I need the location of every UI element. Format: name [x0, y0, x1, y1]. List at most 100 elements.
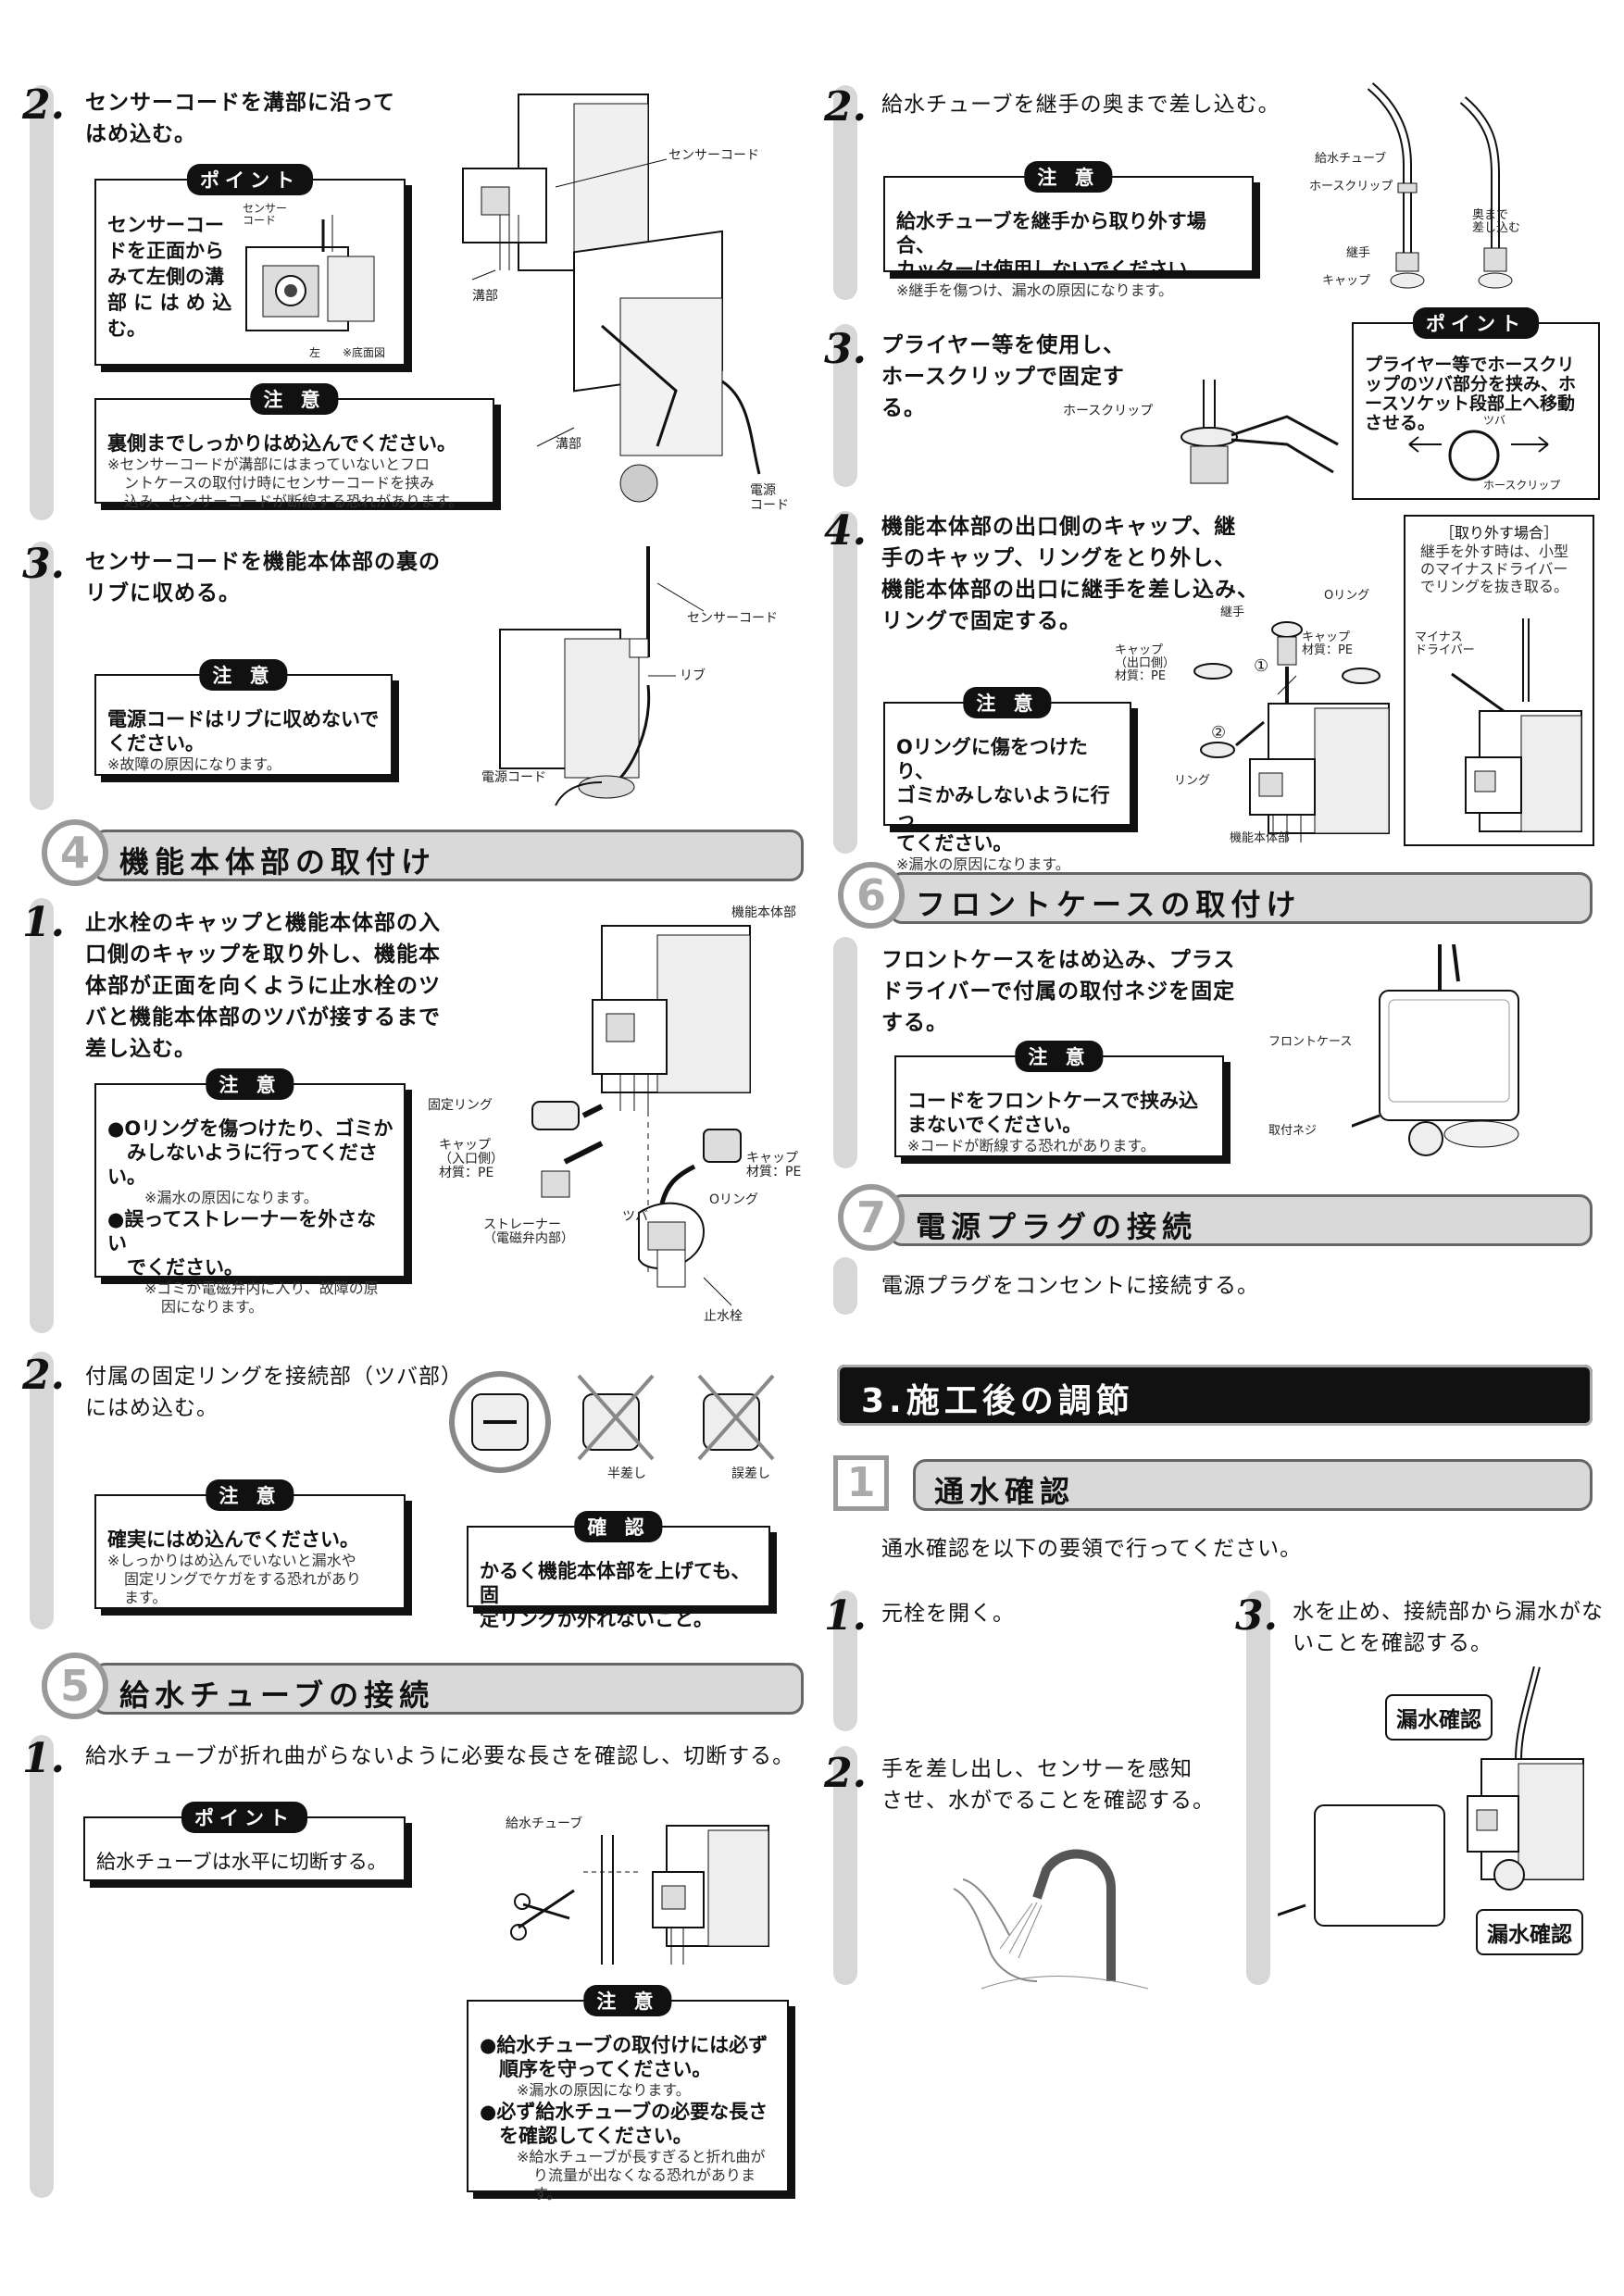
- step-number: 3.: [1235, 1592, 1278, 1640]
- section-title: フロントケースの取付け: [916, 887, 1302, 922]
- bottom-view-label: ※底面図: [343, 346, 386, 359]
- caution-badge: 注 意: [1024, 161, 1113, 193]
- half-insert-label: 半差し: [607, 1466, 646, 1481]
- step-circle-1: ①: [1254, 656, 1269, 676]
- ring-comparison-illustration: [449, 1371, 775, 1473]
- step-text: センサーコードを機能本体部の裏のリブに収める。: [85, 550, 441, 605]
- front-case-label: フロントケース: [1268, 1035, 1353, 1049]
- section-number: 5: [42, 1653, 108, 1719]
- sensor-code-label: センサーコード: [668, 148, 759, 163]
- section-header-6: 6 フロントケースの取付け: [838, 862, 1593, 929]
- step-number: 2.: [22, 81, 65, 129]
- point-badge: ポイント: [181, 1802, 307, 1833]
- section-header-5: 5 給水チューブの接続: [42, 1653, 804, 1719]
- tsuba-label: ツバ: [622, 1209, 648, 1224]
- hose-clip-label: ホースクリップ: [1483, 479, 1561, 492]
- cap-label: キャップ材質：PE: [1302, 630, 1354, 657]
- section-number: 7: [838, 1184, 905, 1251]
- point-box: ポイント センサーコードを正面からみて左側の溝部 に は め 込む。 センサーコ…: [94, 164, 406, 366]
- step-bar: [833, 1746, 857, 1985]
- point-box: ポイント 給水チューブは水平に切断する。: [83, 1802, 406, 1881]
- step-bar: [1246, 1591, 1270, 1985]
- body-label: 機能本体部: [731, 905, 796, 920]
- step-bar: [30, 85, 54, 520]
- groove-label-1: 溝部: [472, 289, 498, 304]
- oring-label: Oリング: [1324, 589, 1370, 603]
- cap-label: キャップ: [1322, 274, 1371, 288]
- step-text: 止水栓のキャップと機能本体部の入口側のキャップを取り外し、機能本体部が正面を向く…: [85, 911, 441, 1061]
- ring-label: リング: [1174, 774, 1211, 788]
- step-number: 1.: [22, 1735, 65, 1782]
- section-number: 4: [42, 819, 108, 886]
- step-text: 給水チューブを継手の奥まで差し込む。: [881, 93, 1280, 117]
- plier-illustration: [1181, 380, 1339, 484]
- step-text: 付属の固定リングを接続部（ツバ部）にはめ込む。: [85, 1365, 463, 1420]
- tsuba-label: ツバ: [1483, 414, 1506, 427]
- hose-clip-label: ホースクリップ: [1063, 404, 1154, 418]
- step-text: センサーコードを溝部に沿ってはめ込む。: [85, 91, 395, 146]
- step-bar: [30, 1352, 54, 1629]
- chapter-title: 3.施工後の調節: [861, 1382, 1134, 1420]
- joint-install-illustration: [1193, 621, 1390, 842]
- section-title: 電源プラグの接続: [916, 1209, 1198, 1244]
- section-title: 機能本体部の取付け: [119, 844, 437, 880]
- section-header-7: 7 電源プラグの接続: [838, 1184, 1593, 1251]
- driver-label: マイナスドライバー: [1415, 630, 1475, 657]
- caution-badge: 注 意: [963, 687, 1052, 718]
- step-number: 1.: [824, 1592, 867, 1640]
- clip-detail-illustration: [1408, 430, 1549, 481]
- wrong-insert-label: 誤差し: [731, 1466, 770, 1481]
- confirm-badge: 確 認: [574, 1511, 663, 1542]
- hose-clip-label: ホースクリップ: [1309, 180, 1393, 193]
- caution-badge: 注 意: [206, 1068, 294, 1100]
- step-number: 3.: [824, 326, 867, 373]
- step-text: 給水チューブが折れ曲がらないように必要な長さを確認し、切断する。: [85, 1744, 795, 1768]
- caution-box: 注 意 裏側までしっかりはめ込んでください。 ※センサーコードが溝部にはまってい…: [94, 383, 494, 510]
- subsection-header: 通水確認: [913, 1459, 1593, 1511]
- front-case-illustration: [1352, 944, 1519, 1156]
- step-bar: [833, 937, 857, 1168]
- valve-label: 止水栓: [704, 1309, 743, 1324]
- caution-badge: 注 意: [206, 1479, 294, 1511]
- screw-label: 取付ネジ: [1268, 1124, 1318, 1138]
- caution-badge: 注 意: [199, 659, 288, 691]
- remove-illustration: [1451, 618, 1582, 832]
- leak-check-label: 漏水確認: [1385, 1694, 1493, 1741]
- joint-label: 継手: [1346, 246, 1371, 260]
- step-number: 2.: [824, 1750, 867, 1797]
- tube-label: 給水チューブ: [506, 1816, 583, 1831]
- body-install-illustration: [531, 925, 751, 1306]
- caution-box: 注 意 コードをフロントケースで挟み込 まないでください。 ※コードが断線する恐…: [894, 1041, 1224, 1157]
- point-badge: ポイント: [1413, 307, 1539, 339]
- cap-label: キャップ材質：PE: [746, 1151, 802, 1179]
- step-bar: [833, 85, 857, 300]
- step-bar: [833, 1591, 857, 1731]
- step-circle-2: ②: [1211, 723, 1227, 742]
- step-text: 電源プラグをコンセントに接続する。: [881, 1274, 1259, 1298]
- subsection-number: 1: [833, 1455, 889, 1511]
- step-number: 3.: [22, 541, 65, 588]
- step-text: 機能本体部の出口側のキャップ、継手のキャップ、リングをとり外し、機能本体部の出口…: [881, 515, 1259, 633]
- tube-cut-illustration: [510, 1825, 769, 1965]
- rib-label: リブ: [680, 668, 706, 683]
- left-label: 左: [309, 346, 321, 359]
- caution-box: 注 意 給水チューブを継手から取り外す場合、 カッターは使用しないでください。 …: [883, 161, 1254, 299]
- step-bar: [833, 324, 857, 487]
- power-code-label: 電源コード: [750, 483, 789, 513]
- strainer-label: ストレーナー（電磁弁内部）: [483, 1217, 574, 1246]
- intro-text: 通水確認を以下の要領で行ってください。: [881, 1537, 1303, 1561]
- sensor-small-label: センサーコード: [243, 202, 288, 227]
- body-label: 機能本体部: [1230, 831, 1291, 845]
- step-bar: [30, 898, 54, 1333]
- step-bar: [833, 511, 857, 854]
- bottom-view-illustration: [245, 215, 375, 331]
- confirm-box: 確 認 かるく機能本体部を上げても、固 定リングが外れないこと。: [467, 1511, 770, 1630]
- groove-label-2: 溝部: [556, 437, 581, 452]
- caution-box: 注 意 ●Oリングを傷つけたり、ゴミか みしないように行ってください。 ※漏水の…: [94, 1068, 406, 1316]
- step-bar: [30, 1735, 54, 2198]
- section-header-4: 4 機能本体部の取付け: [42, 819, 804, 886]
- subsection-title: 通水確認: [934, 1474, 1076, 1509]
- oring-label: Oリング: [709, 1192, 759, 1207]
- fixing-ring-label: 固定リング: [428, 1098, 493, 1113]
- section-number: 6: [838, 862, 905, 929]
